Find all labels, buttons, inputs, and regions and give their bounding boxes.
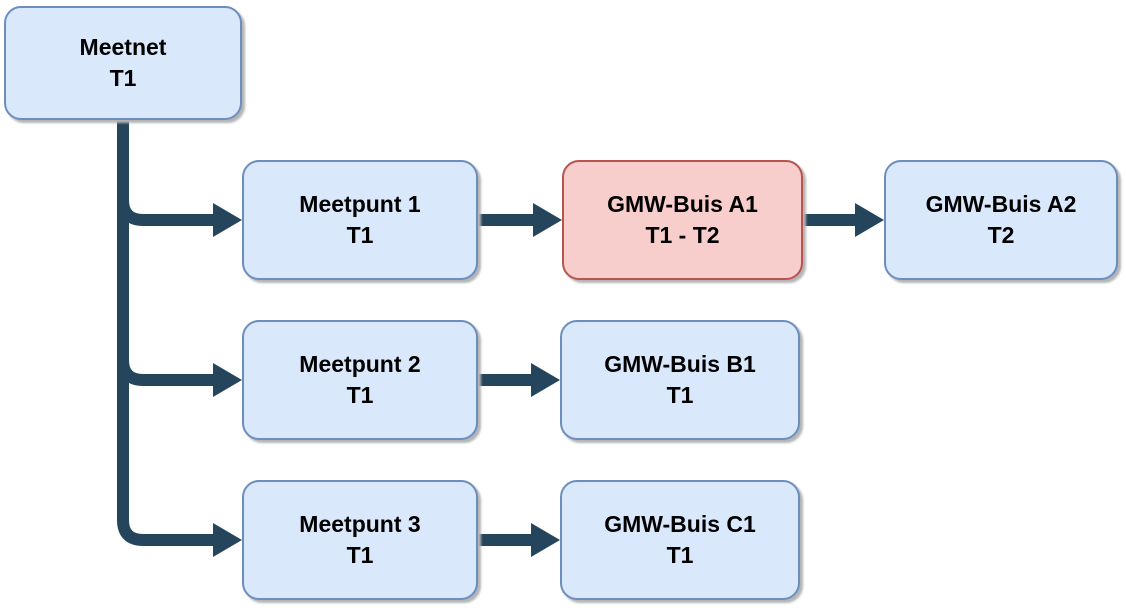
node-label: GMW-Buis A1 <box>607 191 758 217</box>
node-period: T1 <box>346 382 374 408</box>
node-gmw-buis-b1: GMW-Buis B1 T1 <box>560 320 800 440</box>
arrowhead-meetpunt3 <box>213 523 242 557</box>
arrowhead-meetpunt2 <box>213 363 242 397</box>
node-meetpunt1: Meetpunt 1 T1 <box>242 160 478 280</box>
node-label: Meetpunt 1 <box>299 191 421 217</box>
node-label: GMW-Buis B1 <box>604 351 756 377</box>
node-period: T1 <box>666 382 694 408</box>
arrowhead-gmwa1 <box>533 203 562 237</box>
node-period: T2 <box>987 222 1015 248</box>
node-label: Meetpunt 2 <box>299 351 421 377</box>
node-meetpunt3: Meetpunt 3 T1 <box>242 480 478 600</box>
edge-meetnet-meetpunt1 <box>117 180 218 226</box>
node-label: Meetnet <box>79 34 167 60</box>
node-label: GMW-Buis C1 <box>604 511 756 537</box>
arrowhead-meetpunt1 <box>213 203 242 237</box>
node-gmw-buis-a1: GMW-Buis A1 T1 - T2 <box>562 160 803 280</box>
edge-meetnet-meetpunt2 <box>117 340 218 386</box>
node-meetnet: Meetnet T1 <box>4 6 242 120</box>
edge-meetnet-meetpunt3 <box>117 114 218 546</box>
node-meetpunt2: Meetpunt 2 T1 <box>242 320 478 440</box>
node-period: T1 - T2 <box>645 222 720 248</box>
node-gmw-buis-a2: GMW-Buis A2 T2 <box>884 160 1118 280</box>
arrowhead-gmwb1 <box>531 363 560 397</box>
arrowhead-gmwc1 <box>531 523 560 557</box>
node-period: T1 <box>666 542 694 568</box>
arrowhead-gmwa2 <box>855 203 884 237</box>
node-period: T1 <box>346 542 374 568</box>
node-period: T1 <box>346 222 374 248</box>
node-gmw-buis-c1: GMW-Buis C1 T1 <box>560 480 800 600</box>
node-label: Meetpunt 3 <box>299 511 421 537</box>
node-period: T1 <box>109 65 137 91</box>
node-label: GMW-Buis A2 <box>925 191 1077 217</box>
